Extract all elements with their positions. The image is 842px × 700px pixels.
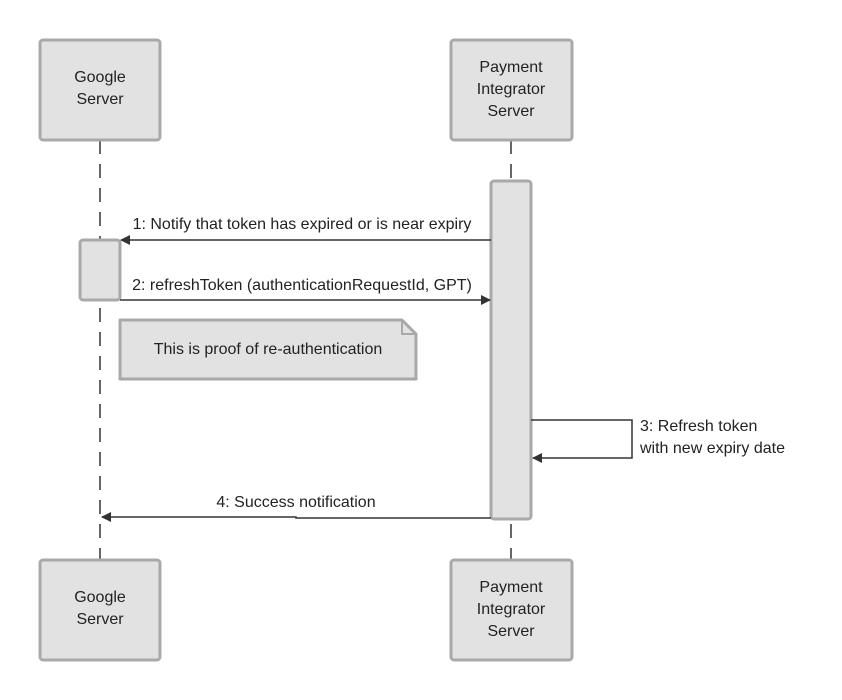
google-server-bottom-label-1: Google xyxy=(74,589,126,606)
google-server-bottom-box: Google Server xyxy=(38,558,162,662)
message-2-label: 2: refreshToken (authenticationRequestId… xyxy=(132,277,472,294)
payment-server-bottom-box: Payment Integrator Server xyxy=(449,558,574,662)
google-server-top-box: Google Server xyxy=(38,38,162,142)
google-activation-bar xyxy=(78,238,122,302)
message-4-label: 4: Success notification xyxy=(216,494,375,511)
message-4: 4: Success notification xyxy=(101,494,491,522)
google-server-bottom-label-2: Server xyxy=(76,611,124,628)
note-fold xyxy=(401,320,416,335)
payment-server-top-label-3: Server xyxy=(487,103,535,120)
message-1: 1: Notify that token has expired or is n… xyxy=(120,216,491,245)
message-3: 3: Refresh token with new expiry date xyxy=(531,418,785,463)
payment-server-top-label-2: Integrator xyxy=(477,81,546,98)
message-3-label-1: 3: Refresh token xyxy=(640,418,757,435)
google-server-top-label-2: Server xyxy=(76,91,124,108)
google-server-top-label-1: Google xyxy=(74,69,126,86)
message-3-arrow xyxy=(531,419,633,463)
note: This is proof of re-authentication xyxy=(118,318,418,381)
message-2: 2: refreshToken (authenticationRequestId… xyxy=(120,277,491,305)
payment-server-top-box: Payment Integrator Server xyxy=(449,38,574,142)
payment-server-bottom-label-3: Server xyxy=(487,623,535,640)
message-3-label-2: with new expiry date xyxy=(639,440,785,457)
payment-server-bottom-label-2: Integrator xyxy=(477,601,546,618)
note-shape xyxy=(118,318,418,381)
message-4-arrow xyxy=(101,512,491,522)
payment-server-bottom-label-1: Payment xyxy=(479,579,543,596)
note-text: This is proof of re-authentication xyxy=(154,341,383,358)
message-1-label: 1: Notify that token has expired or is n… xyxy=(133,216,472,233)
payment-server-top-label-1: Payment xyxy=(479,59,543,76)
payment-activation-bar xyxy=(489,179,533,521)
